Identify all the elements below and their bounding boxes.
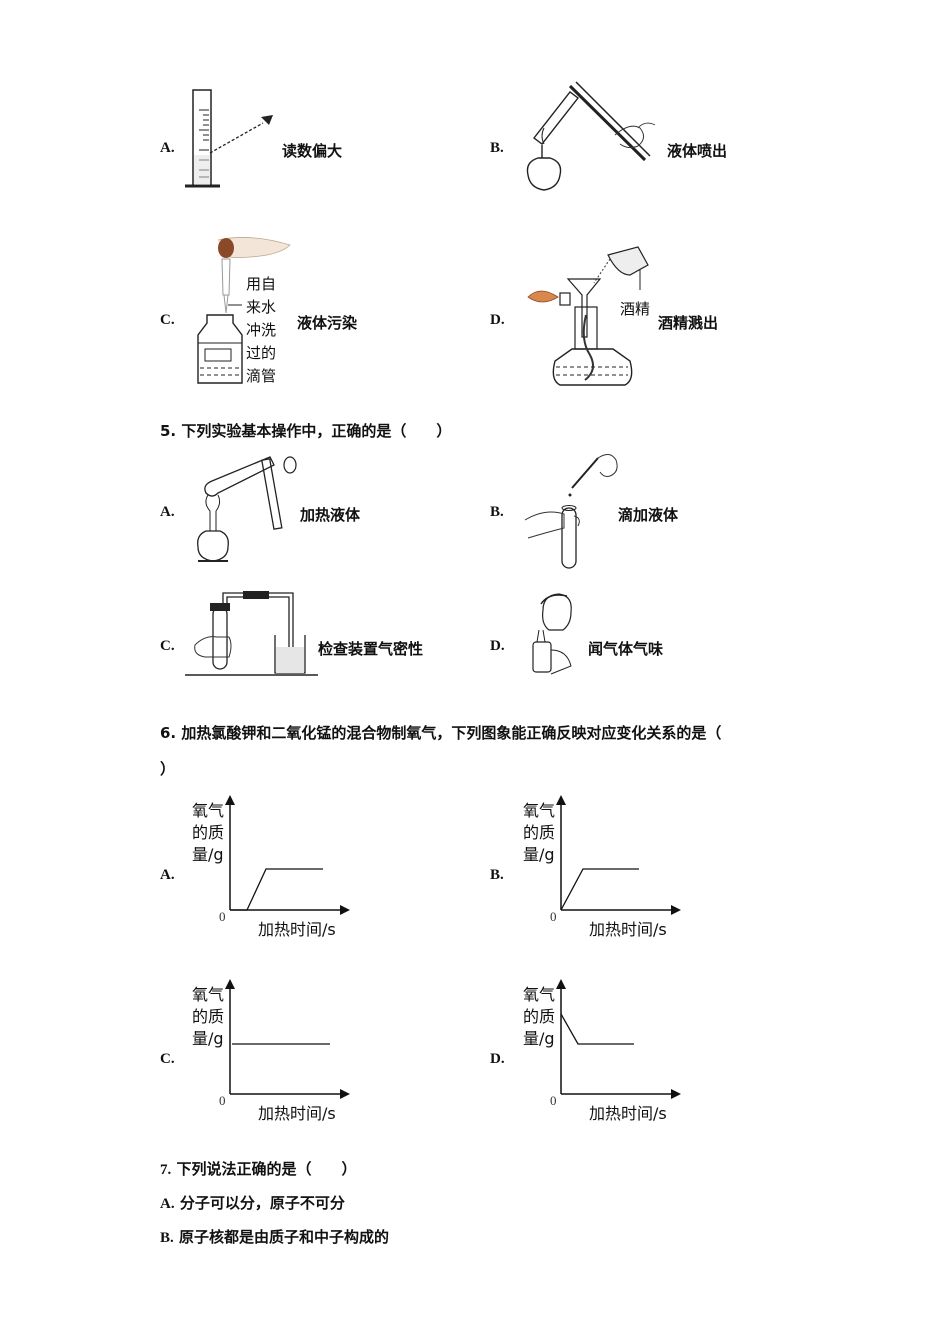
option-caption: 加热液体 [300,506,361,524]
option-caption: 检查装置气密性 [318,640,424,658]
heating-liquid-figure [197,456,297,562]
graduated-cylinder-figure [185,89,273,188]
y-label-line: 量/g [523,845,555,864]
side-note-line: 过的 [246,344,277,362]
option-caption: 闻气体气味 [588,640,664,658]
y-label-line: 的质 [523,1007,556,1026]
chart-x-label: 加热时间/s [589,920,667,939]
dropping-liquid-figure [524,454,618,569]
chart-axes-and-line [556,795,681,915]
q7-option-b: B. 原子核都是由质子和中子构成的 [160,1226,389,1247]
chart-y-label: 氧气 的质 量/g [192,800,224,866]
option-letter: A. [160,1196,175,1212]
side-note-line: 滴管 [246,367,277,385]
question-stem: 5. 下列实验基本操作中，正确的是（ ） [160,420,451,441]
question-text: 下列实验基本操作中，正确的是（ ） [181,422,452,440]
y-label-line: 氧气 [523,985,556,1004]
option-letter: A. [160,867,175,883]
y-label-line: 氧气 [192,985,225,1004]
chart-origin: 0 [219,1093,226,1108]
option-text: 原子核都是由质子和中子构成的 [179,1228,390,1246]
dropper-bottle-figure [197,237,291,384]
chart-b: 氧气 的质 量/g 0 加热时间/s [521,795,721,945]
side-note-line: 冲洗 [246,321,277,339]
test-tube-heating-figure [526,81,656,191]
option-letter: C. [160,1051,175,1067]
side-note-line: 用自 [246,275,277,293]
option-caption: 液体污染 [297,314,358,332]
option-letter: A. [160,504,175,520]
chart-c: 氧气 的质 量/g 0 加热时间/s [190,979,390,1129]
chart-x-label: 加热时间/s [258,920,336,939]
option-letter: B. [160,1230,174,1246]
option-letter: B. [490,140,504,156]
question-text: 加热氯酸钾和二氧化锰的混合物制氧气，下列图象能正确反映对应变化关系的是（ [181,724,722,742]
option-letter: D. [490,1051,505,1067]
chart-axes-and-line [556,979,681,1099]
y-label-line: 氧气 [523,801,556,820]
chart-x-label: 加热时间/s [589,1104,667,1123]
chart-axes-and-line [225,795,350,915]
question-number: 7. [160,1162,172,1178]
alcohol-label: 酒精 [620,300,651,318]
smelling-gas-figure [532,593,572,675]
option-text: 分子可以分，原子不可分 [179,1194,345,1212]
option-caption: 读数偏大 [282,142,343,160]
y-label-line: 的质 [192,1007,225,1026]
option-letter: D. [490,638,505,654]
question-text: 下列说法正确的是（ ） [176,1160,357,1178]
question-number: 6. [160,724,177,742]
chart-y-label: 氧气 的质 量/g [523,800,555,866]
option-letter: C. [160,312,175,328]
chart-a: 氧气 的质 量/g 0 加热时间/s [190,795,390,945]
airtightness-check-figure [185,591,318,676]
question-number: 5. [160,422,177,440]
y-label-line: 量/g [192,1029,224,1048]
y-label-line: 氧气 [192,801,225,820]
dropper-side-note: 用自 来水 冲洗 过的 滴管 [246,273,286,388]
option-caption: 液体喷出 [667,142,728,160]
question-stem-continued: ） [160,760,176,778]
question-stem: 6. 加热氯酸钾和二氧化锰的混合物制氧气，下列图象能正确反映对应变化关系的是（ [160,722,721,743]
chart-origin: 0 [550,1093,557,1108]
y-label-line: 的质 [523,823,556,842]
option-letter: D. [490,312,505,328]
chart-x-label: 加热时间/s [258,1104,336,1123]
side-note-line: 来水 [246,298,277,316]
chart-y-label: 氧气 的质 量/g [192,984,224,1050]
option-caption: 酒精溅出 [658,314,719,332]
chart-origin: 0 [219,909,226,924]
option-letter: C. [160,638,175,654]
y-label-line: 的质 [192,823,225,842]
question-stem: 7. 下列说法正确的是（ ） [160,1158,357,1179]
chart-axes-and-line [225,979,350,1099]
y-label-line: 量/g [192,845,224,864]
q7-option-a: A. 分子可以分，原子不可分 [160,1192,345,1213]
alcohol-lamp-figure [527,246,649,386]
option-letter: B. [490,867,504,883]
option-caption: 滴加液体 [618,506,679,524]
chart-d: 氧气 的质 量/g 0 加热时间/s [521,979,721,1129]
option-letter: A. [160,140,175,156]
option-letter: B. [490,504,504,520]
y-label-line: 量/g [523,1029,555,1048]
chart-origin: 0 [550,909,557,924]
chart-y-label: 氧气 的质 量/g [523,984,555,1050]
